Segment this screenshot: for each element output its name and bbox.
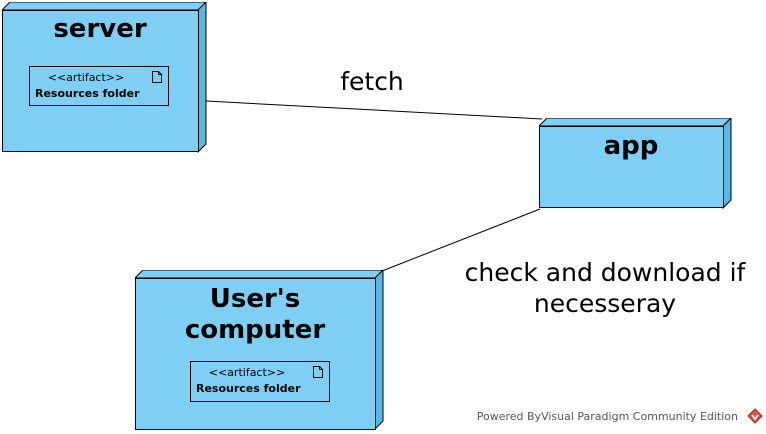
server-node-title: server bbox=[53, 14, 147, 44]
app-node-3d-frame bbox=[539, 118, 732, 210]
visual-paradigm-logo-icon bbox=[747, 408, 763, 424]
edge-label-check-download-line1: check and download if bbox=[464, 258, 746, 287]
connector-server-app[interactable] bbox=[205, 100, 543, 120]
users-computer-node[interactable]: User's computer <<artifact>> Resources f… bbox=[135, 270, 384, 431]
app-node-title: app bbox=[603, 131, 659, 161]
server-artifact[interactable]: <<artifact>> Resources folder bbox=[29, 66, 169, 106]
users-computer-artifact-stereotype: <<artifact>> bbox=[208, 366, 286, 379]
edge-label-check-download-line2: necesseray bbox=[533, 289, 677, 318]
users-computer-node-title-line1: User's bbox=[209, 284, 301, 314]
users-computer-node-title-line2: computer bbox=[184, 315, 326, 345]
document-icon bbox=[313, 366, 323, 378]
server-artifact-name: Resources folder bbox=[35, 87, 140, 100]
server-node[interactable]: server <<artifact>> Resources folder bbox=[2, 2, 207, 153]
app-node[interactable]: app bbox=[539, 118, 732, 210]
document-icon bbox=[152, 71, 162, 83]
users-computer-node-3d-frame bbox=[135, 270, 384, 431]
powered-by-footer: Powered ByVisual Paradigm Community Edit… bbox=[476, 410, 738, 423]
users-computer-artifact[interactable]: <<artifact>> Resources folder bbox=[190, 361, 330, 402]
users-computer-artifact-name: Resources folder bbox=[196, 382, 301, 395]
connector-app-computer[interactable] bbox=[381, 208, 541, 272]
edge-label-fetch: fetch bbox=[340, 67, 404, 96]
server-artifact-stereotype: <<artifact>> bbox=[47, 71, 125, 84]
